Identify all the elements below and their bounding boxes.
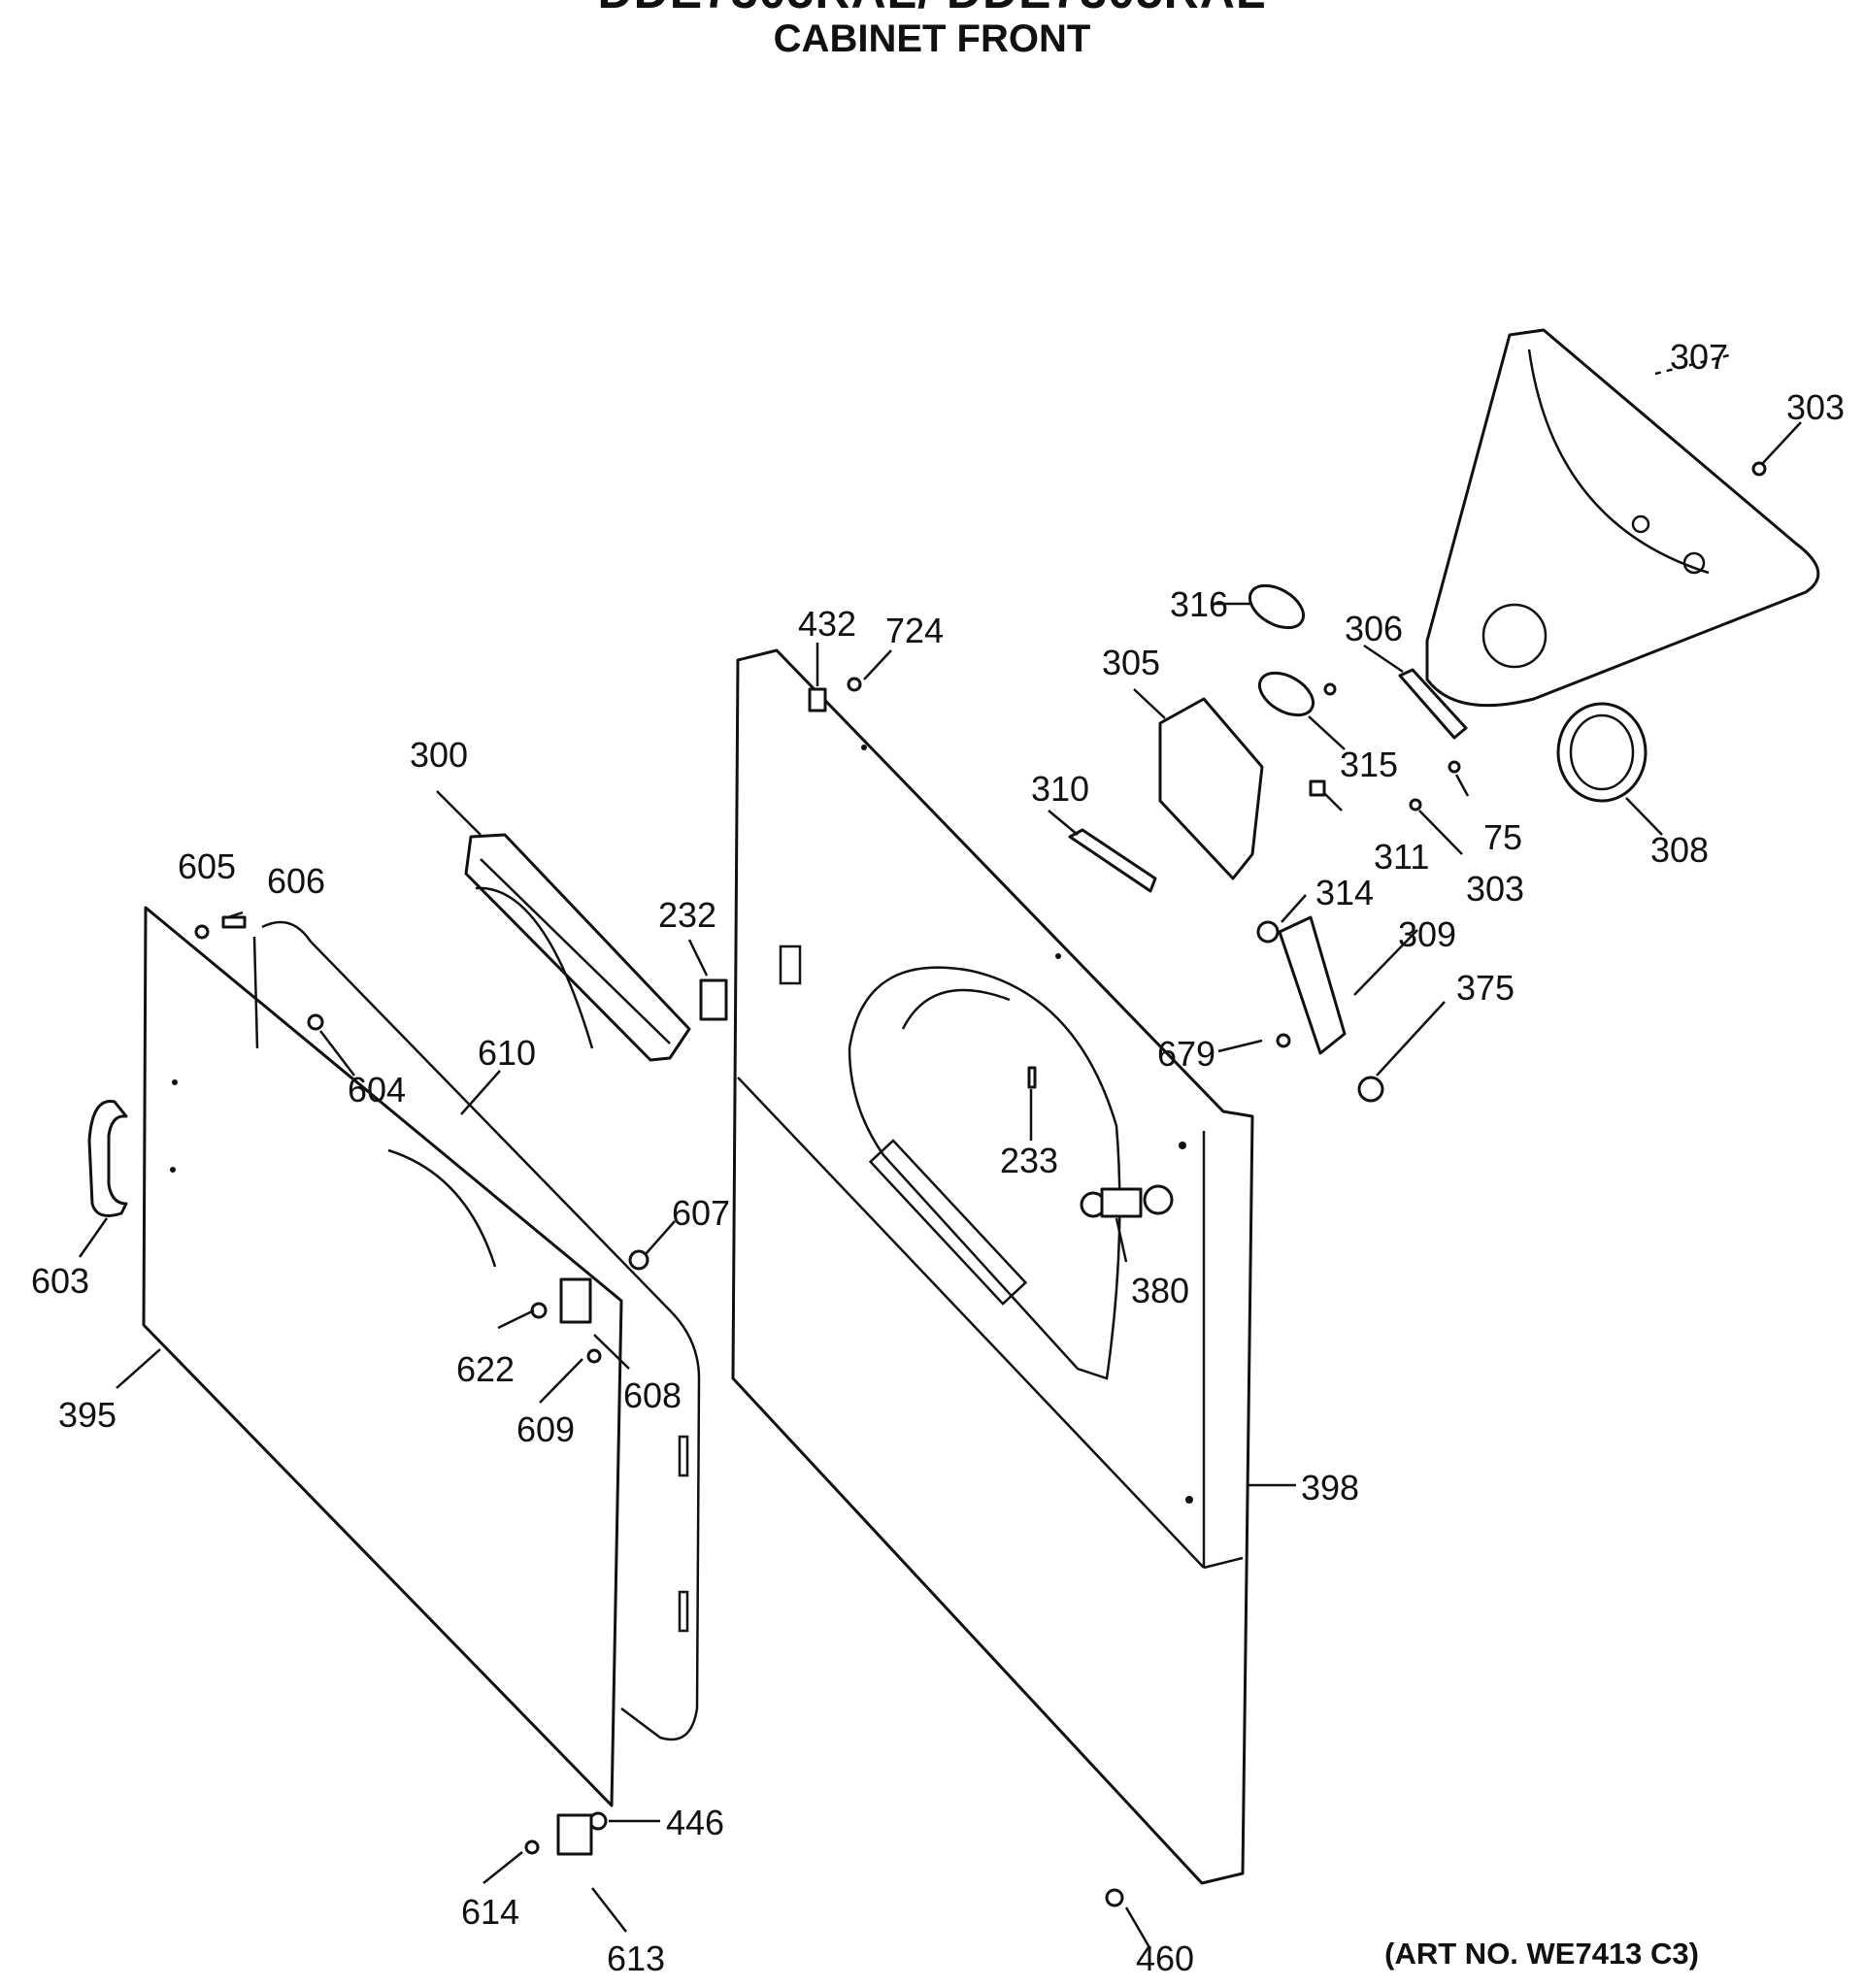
- door-handle-part: [87, 1100, 128, 1217]
- callout-308: 308: [1650, 830, 1709, 870]
- callout-labels: 307 303 316 306 305 315 300 432 724 605 …: [31, 337, 1845, 1978]
- thermostat-bracket-part: [1278, 915, 1347, 1055]
- callout-605: 605: [178, 846, 236, 886]
- leader-lines: [78, 352, 1802, 1950]
- callout-307: 307: [1670, 337, 1728, 377]
- diagram-subtitle: CABINET FRONT: [773, 17, 1091, 60]
- callout-300: 300: [410, 735, 468, 775]
- callout-315: 315: [1340, 745, 1398, 784]
- strip-part: [1068, 828, 1157, 893]
- plate-315-part: [1258, 671, 1315, 717]
- plate-316-part: [1248, 583, 1305, 630]
- callout-306: 306: [1345, 609, 1403, 648]
- callout-303-top: 303: [1786, 387, 1845, 427]
- duct-housing-part: [1425, 328, 1820, 708]
- callout-232: 232: [658, 895, 716, 935]
- callout-679: 679: [1157, 1034, 1215, 1074]
- callout-609: 609: [516, 1409, 575, 1449]
- callout-314: 314: [1315, 873, 1374, 912]
- callout-614: 614: [461, 1892, 519, 1932]
- clip-part: [1398, 668, 1468, 740]
- callout-316: 316: [1170, 584, 1228, 624]
- callout-75: 75: [1483, 817, 1522, 857]
- callout-622: 622: [456, 1349, 515, 1389]
- callout-606: 606: [267, 861, 325, 901]
- callout-460: 460: [1136, 1938, 1194, 1978]
- callout-375: 375: [1456, 968, 1514, 1008]
- callout-610: 610: [478, 1033, 536, 1073]
- callout-446: 446: [666, 1803, 724, 1842]
- callout-724: 724: [885, 611, 944, 650]
- front-panel-part: [731, 648, 1254, 1885]
- door-switch-part: [699, 978, 728, 1021]
- callout-607: 607: [672, 1193, 730, 1233]
- seal-ring-part: [1556, 702, 1648, 803]
- callout-395: 395: [58, 1395, 116, 1435]
- callout-233: 233: [1000, 1141, 1058, 1180]
- door-panel-part: [142, 906, 623, 1807]
- door-inner-frame-part: [252, 920, 701, 1741]
- callout-432: 432: [798, 604, 856, 644]
- callout-303-mid: 303: [1466, 869, 1524, 909]
- lint-filter-housing-part: [464, 833, 691, 1062]
- callout-398: 398: [1301, 1468, 1359, 1508]
- callout-604: 604: [348, 1070, 406, 1110]
- callout-309: 309: [1398, 914, 1456, 954]
- art-number-label: (ART NO. WE7413 C3): [1384, 1937, 1699, 1971]
- callout-305: 305: [1102, 643, 1160, 682]
- callout-311: 311: [1374, 837, 1429, 877]
- callout-603: 603: [31, 1261, 89, 1301]
- model-title: DDE7305RAL/ DDE7305RAL: [0, 0, 1864, 19]
- bracket-part: [1158, 697, 1264, 880]
- callout-310: 310: [1031, 769, 1089, 809]
- callout-613: 613: [607, 1938, 665, 1978]
- callout-608: 608: [623, 1375, 682, 1415]
- callout-380: 380: [1131, 1271, 1189, 1310]
